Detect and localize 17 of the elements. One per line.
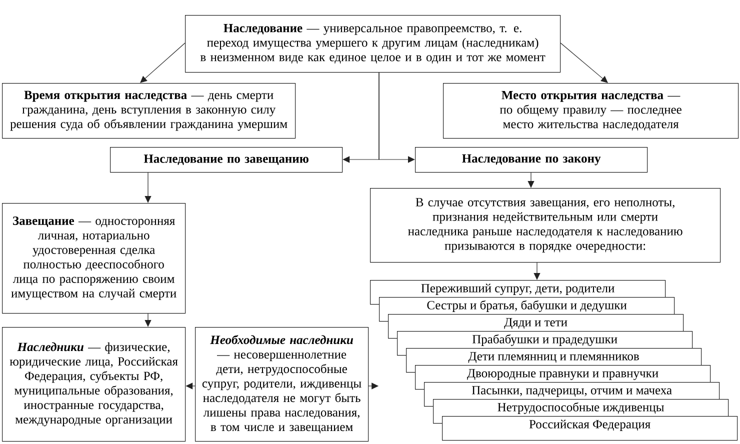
text-box: Место открытия наследства — по общему правилу — последнее место жительства наследодателя	[443, 83, 739, 139]
arrow	[560, 42, 608, 83]
stacked-box: Российская Федерация	[442, 416, 738, 441]
text-box: Завещание — односторонняя личная, нотариально удостоверенная сделка полностью дееспособного лица по распоряжению своим имуществом на случай смерти	[2, 202, 186, 314]
arrow	[144, 172, 152, 203]
arrow	[534, 262, 540, 280]
text-box: В случае отсутствия завещания, его неполноты, признания недействительным или смерти наследника раньше наследодателя к наследованию призываются в порядке очередности:	[370, 188, 721, 263]
heading-box: Наследование по завещанию	[110, 146, 343, 173]
text-box: Наследники — физические, юридические лица, Российская Федерация, субъекты РФ, муниципальные образования, иностранные государства, международные организации	[2, 326, 186, 442]
arrow	[378, 72, 415, 163]
arrow	[140, 42, 186, 83]
arrow	[528, 172, 534, 188]
text-box: Наследование — универсальное правопреемство, т. е. переход имущества умершего к другим лицам (наследникам) в неизменном виде как единое целое и в один и тот же момент	[185, 14, 561, 73]
arrow	[144, 313, 152, 327]
text-box: Время открытия наследства — день смерти гражданина, день вступления в законную силу решения суда об объявлении гражданина умершим	[2, 83, 296, 139]
text-box: Необходимые наследники — несовершеннолетние дети, нетрудоспособные супруг, родители, иждивенцы наследодателя не могут быть лишены права наследования, в том числе и завещанием	[195, 326, 369, 442]
heading-box: Наследование по закону	[415, 146, 648, 173]
